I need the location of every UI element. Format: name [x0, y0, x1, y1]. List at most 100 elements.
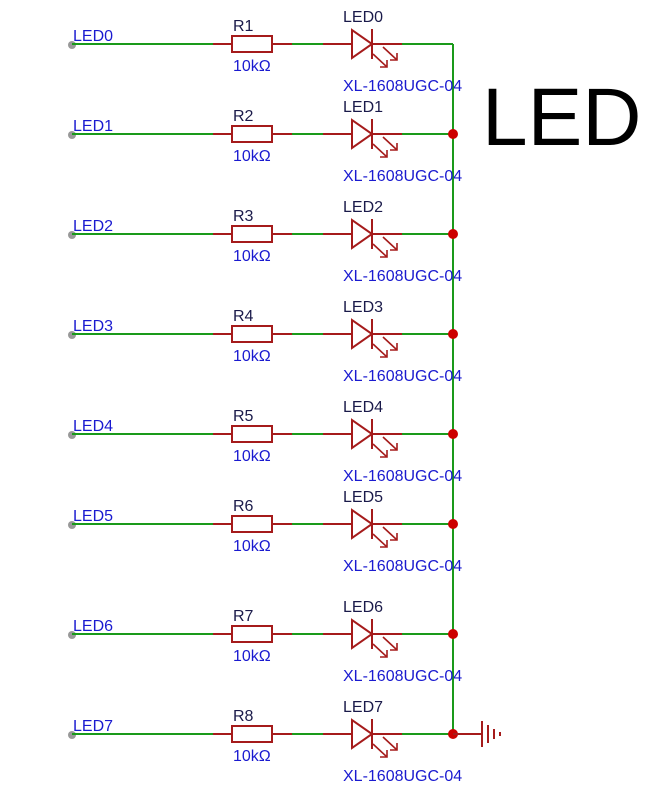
junction-dot	[448, 129, 458, 139]
light-arrow-icon	[382, 526, 398, 541]
led-part-number: XL-1608UGC-04	[343, 468, 462, 485]
resistor-body[interactable]	[231, 425, 273, 443]
junction-dot	[448, 429, 458, 439]
net-label: LED6	[73, 618, 113, 635]
light-arrow-head-icon	[380, 150, 388, 158]
resistor-value: 10kΩ	[233, 648, 271, 665]
led-diode-icon[interactable]	[351, 508, 374, 540]
led-part-number: XL-1608UGC-04	[343, 168, 462, 185]
resistor-value: 10kΩ	[233, 348, 271, 365]
light-arrow-icon	[382, 336, 398, 351]
resistor-value: 10kΩ	[233, 58, 271, 75]
led-channel-2	[68, 218, 458, 258]
light-arrow-head-icon	[380, 250, 388, 258]
resistor-body[interactable]	[231, 625, 273, 643]
light-arrow-head-icon	[380, 350, 388, 358]
light-arrow-icon	[372, 143, 388, 158]
resistor-value: 10kΩ	[233, 748, 271, 765]
light-arrow-icon	[382, 736, 398, 751]
light-arrow-head-icon	[380, 750, 388, 758]
light-arrow-icon	[372, 533, 388, 548]
led-designator: LED2	[343, 199, 383, 216]
light-arrow-head-icon	[390, 443, 398, 451]
net-label: LED5	[73, 508, 113, 525]
junction-dot	[448, 519, 458, 529]
light-arrow-head-icon	[390, 343, 398, 351]
resistor-body[interactable]	[231, 515, 273, 533]
light-arrow-head-icon	[380, 540, 388, 548]
light-arrow-icon	[372, 443, 388, 458]
led-designator: LED6	[343, 599, 383, 616]
light-arrow-icon	[372, 243, 388, 258]
light-arrow-icon	[382, 136, 398, 151]
net-label: LED3	[73, 318, 113, 335]
led-channel-3	[68, 318, 458, 358]
led-designator: LED4	[343, 399, 383, 416]
led-channel-1	[68, 118, 458, 158]
led-part-number: XL-1608UGC-04	[343, 78, 462, 95]
light-arrow-icon	[372, 743, 388, 758]
resistor-designator: R6	[233, 498, 254, 515]
light-arrow-head-icon	[390, 643, 398, 651]
schematic-title: LED	[482, 72, 642, 163]
resistor-designator: R3	[233, 208, 254, 225]
resistor-value: 10kΩ	[233, 248, 271, 265]
light-arrow-icon	[382, 636, 398, 651]
led-diode-icon[interactable]	[351, 418, 374, 450]
led-channel-7	[68, 718, 501, 758]
light-arrow-head-icon	[390, 143, 398, 151]
resistor-value: 10kΩ	[233, 148, 271, 165]
led-diode-icon[interactable]	[351, 618, 374, 650]
led-designator: LED1	[343, 99, 383, 116]
light-arrow-icon	[382, 436, 398, 451]
resistor-designator: R8	[233, 708, 254, 725]
ground-icon	[481, 721, 501, 747]
led-part-number: XL-1608UGC-04	[343, 668, 462, 685]
resistor-body[interactable]	[231, 225, 273, 243]
resistor-body[interactable]	[231, 325, 273, 343]
resistor-value: 10kΩ	[233, 538, 271, 555]
led-designator: LED5	[343, 489, 383, 506]
net-label: LED4	[73, 418, 113, 435]
light-arrow-icon	[372, 53, 388, 68]
light-arrow-icon	[372, 643, 388, 658]
led-designator: LED3	[343, 299, 383, 316]
led-channel-4	[68, 418, 458, 458]
resistor-designator: R2	[233, 108, 254, 125]
led-diode-icon[interactable]	[351, 318, 374, 350]
light-arrow-head-icon	[390, 243, 398, 251]
resistor-designator: R4	[233, 308, 254, 325]
junction-dot	[448, 229, 458, 239]
resistor-body[interactable]	[231, 35, 273, 53]
light-arrow-icon	[382, 236, 398, 251]
net-label: LED1	[73, 118, 113, 135]
led-diode-icon[interactable]	[351, 118, 374, 150]
net-label: LED2	[73, 218, 113, 235]
resistor-body[interactable]	[231, 725, 273, 743]
led-part-number: XL-1608UGC-04	[343, 268, 462, 285]
resistor-value: 10kΩ	[233, 448, 271, 465]
led-channel-0	[68, 28, 453, 68]
light-arrow-icon	[372, 343, 388, 358]
resistor-designator: R7	[233, 608, 254, 625]
led-channel-6	[68, 618, 458, 658]
led-diode-icon[interactable]	[351, 218, 374, 250]
led-diode-icon[interactable]	[351, 718, 374, 750]
led-designator: LED7	[343, 699, 383, 716]
resistor-body[interactable]	[231, 125, 273, 143]
led-designator: LED0	[343, 9, 383, 26]
junction-dot	[448, 329, 458, 339]
led-part-number: XL-1608UGC-04	[343, 768, 462, 785]
light-arrow-head-icon	[390, 533, 398, 541]
light-arrow-icon	[382, 46, 398, 61]
junction-dot	[448, 629, 458, 639]
resistor-designator: R1	[233, 18, 254, 35]
led-part-number: XL-1608UGC-04	[343, 558, 462, 575]
led-channel-5	[68, 508, 458, 548]
led-diode-icon[interactable]	[351, 28, 374, 60]
net-label: LED0	[73, 28, 113, 45]
light-arrow-head-icon	[380, 650, 388, 658]
light-arrow-head-icon	[390, 743, 398, 751]
light-arrow-head-icon	[380, 60, 388, 68]
